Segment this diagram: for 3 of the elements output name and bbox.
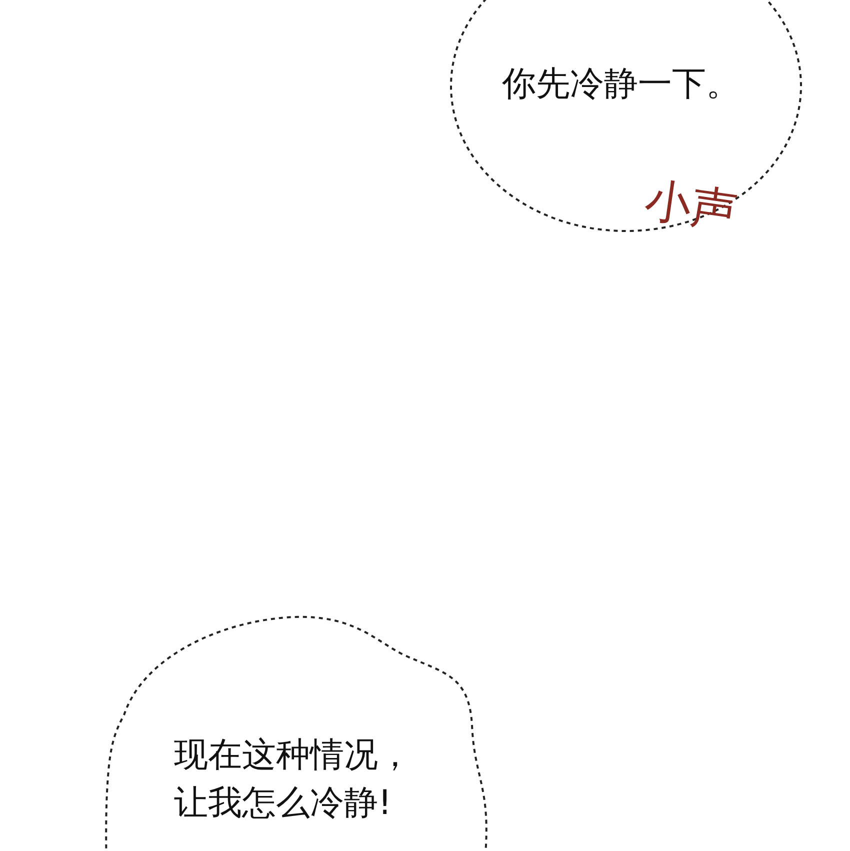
dialogue-text: 你先冷静一下。 bbox=[502, 63, 741, 106]
dialogue-text: 现在这种情况，让我怎么冷静! bbox=[174, 734, 413, 825]
sound-effect-text: 小声 bbox=[641, 170, 741, 240]
